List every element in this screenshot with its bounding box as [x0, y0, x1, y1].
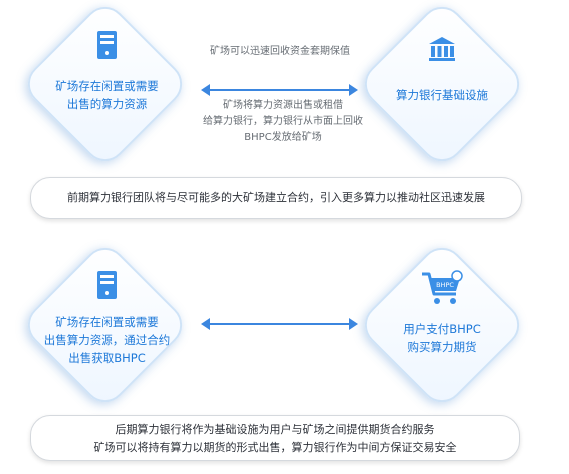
text-line: 矿场将算力资源出售或租借	[223, 100, 343, 111]
text-line: 出售的算力资源	[66, 97, 148, 111]
top-arrow-label: 矿场可以迅速回收资金套期保值	[210, 46, 350, 57]
bottom-double-arrow	[201, 318, 358, 330]
text-line: BHPC发放给矿场	[244, 132, 322, 143]
server-icon	[97, 31, 117, 59]
text-line: 购买算力期货	[407, 340, 477, 354]
text-line: 出售算力资源，通过合约	[43, 333, 171, 347]
top-arrow-description: 矿场将算力资源出售或租借 给算力银行，算力银行从市面上回收 BHPC发放给矿场	[178, 98, 388, 146]
banner-text-line: 矿场可以将持有算力以期货的形式出售，算力银行作为中间方保证交易安全	[93, 441, 457, 454]
text-line: 矿场存在闲置或需要	[55, 79, 159, 93]
banner-text-line: 后期算力银行将作为基础设施为用户与矿场之间提供期货合约服务	[115, 423, 435, 436]
text-line: 出售获取BHPC	[68, 351, 146, 365]
banner-text: 前期算力银行团队将与尽可能多的大矿场建立合约，引入更多算力以推动社区迅速发展	[67, 191, 485, 204]
text-line: 用户支付BHPC	[403, 322, 481, 336]
cart-label: BHPC	[436, 281, 454, 289]
shopping-cart-icon: BHPC	[422, 270, 463, 304]
text-line: 给算力银行，算力银行从市面上回收	[203, 116, 363, 127]
bank-icon	[429, 37, 455, 61]
top-double-arrow	[201, 84, 358, 96]
top-left-diamond-text: 矿场存在闲置或需要 出售的算力资源	[22, 77, 192, 113]
bottom-left-diamond-text: 矿场存在闲置或需要 出售算力资源，通过合约 出售获取BHPC	[22, 313, 192, 367]
server-icon	[97, 271, 117, 299]
top-banner: 前期算力银行团队将与尽可能多的大矿场建立合约，引入更多算力以推动社区迅速发展	[30, 177, 522, 219]
top-right-diamond-text: 算力银行基础设施	[357, 86, 527, 104]
bottom-banner: 后期算力银行将作为基础设施为用户与矿场之间提供期货合约服务 矿场可以将持有算力以…	[30, 415, 520, 461]
bottom-right-diamond-text: 用户支付BHPC 购买算力期货	[357, 320, 527, 356]
text-line: 算力银行基础设施	[396, 88, 488, 102]
text-line: 矿场存在闲置或需要	[55, 315, 159, 329]
